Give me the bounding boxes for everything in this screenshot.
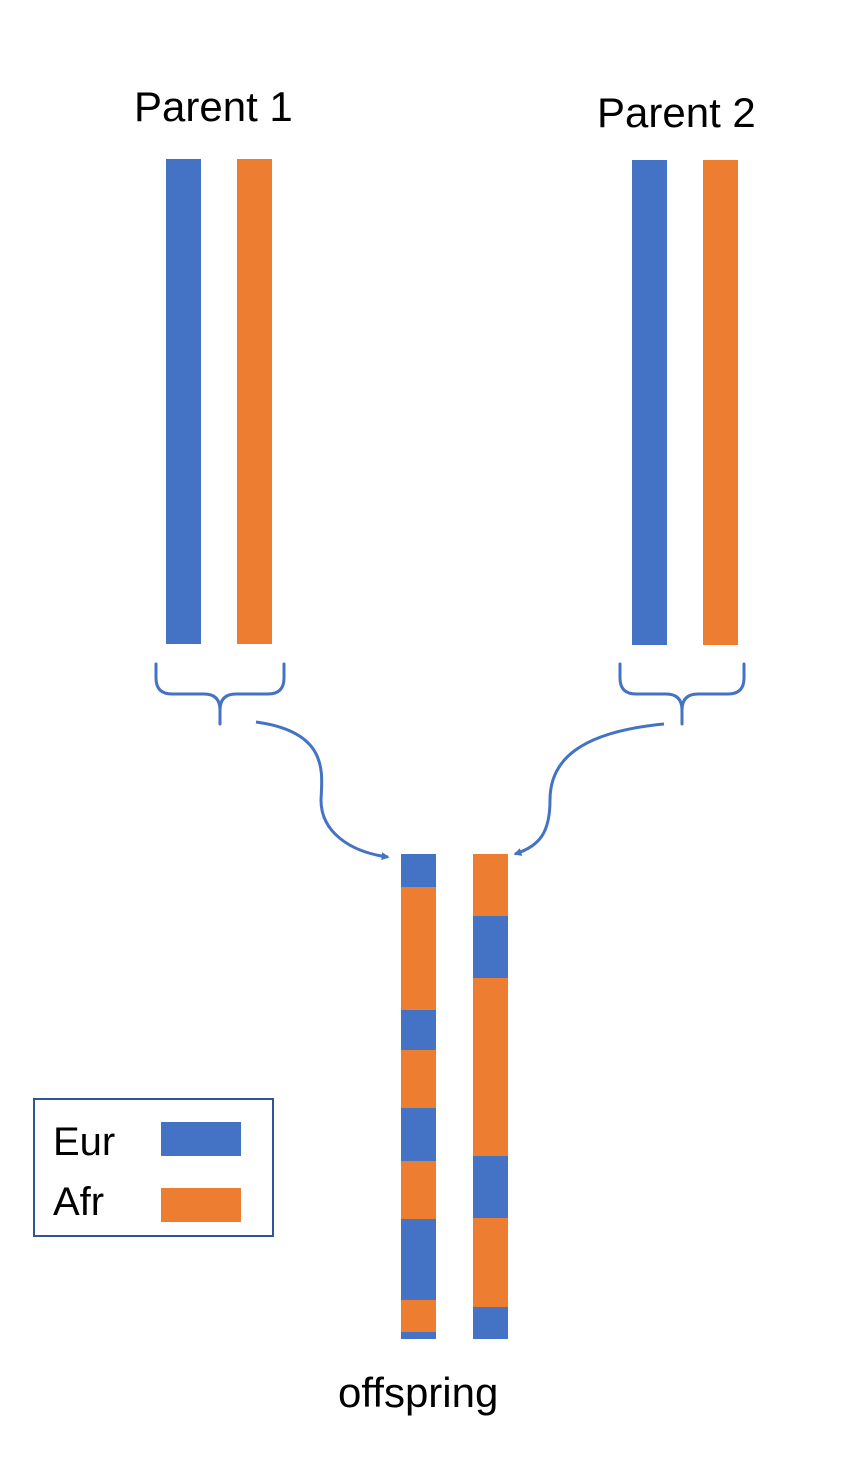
offspring-right-segment [473,1307,508,1339]
parent2-chromosomes [632,160,738,645]
parent1-to-offspring-arrow [255,720,390,861]
offspring-right-segment [473,1156,508,1218]
parent1-label: Parent 1 [134,83,293,130]
parent2-chromosome-2 [703,160,738,645]
offspring-right-segment [473,1218,508,1307]
parent2-to-offspring-arrow [513,722,665,856]
offspring-right-segment [473,978,508,1156]
parent1-brace [154,662,286,726]
legend-eur-label: Eur [53,1120,116,1164]
parent1-chromosome-2 [237,159,272,644]
parent2-chromosome-1 [632,160,667,645]
legend: Eur Afr [33,1098,274,1237]
offspring-left-segment [401,887,436,1010]
offspring-left-segment [401,1300,436,1332]
offspring-left-segment [401,1050,436,1108]
legend-eur-swatch [161,1122,241,1156]
offspring-left-segment [401,1161,436,1219]
parent1-chromosome-1 [166,159,201,644]
offspring-left-segment [401,1219,436,1300]
offspring-label: offspring [338,1369,499,1416]
offspring-left-segment [401,1108,436,1161]
legend-afr-swatch [161,1188,241,1222]
parent2-brace [618,662,746,726]
parent2-label: Parent 2 [597,89,756,136]
offspring-chromosomes [401,854,508,1339]
offspring-left-segment [401,854,436,887]
parent1-chromosomes [166,159,272,644]
offspring-left-segment [401,1332,436,1339]
offspring-right-segment [473,854,508,916]
offspring-right-segment [473,916,508,978]
legend-afr-label: Afr [53,1180,105,1224]
offspring-left-segment [401,1010,436,1050]
